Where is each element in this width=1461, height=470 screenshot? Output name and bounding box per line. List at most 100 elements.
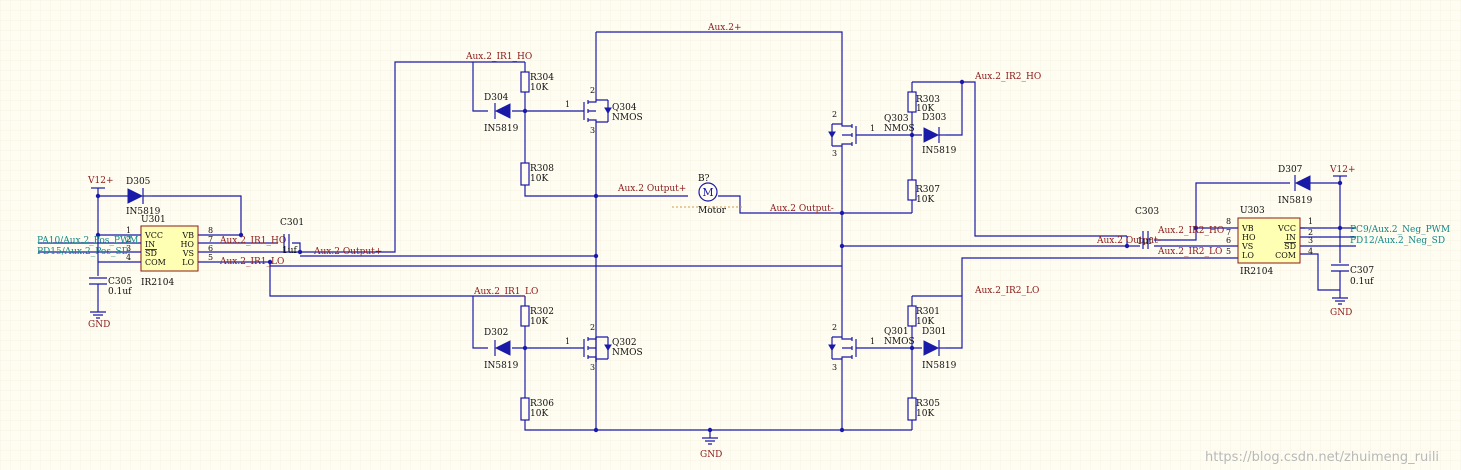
u303-pin-in: IN	[1286, 233, 1296, 242]
r306-designator: R306	[530, 399, 554, 409]
resistor-r302: R302 10K	[520, 305, 554, 327]
resistor-r305: R305 10K	[907, 397, 940, 421]
gnd-center-label: GND	[700, 450, 722, 460]
r305-designator: R305	[916, 399, 940, 409]
u303-pin-num-5: 5	[1226, 247, 1231, 256]
d304-designator: D304	[484, 93, 509, 103]
q304-pin-s: 3	[590, 126, 595, 135]
v12-right-symbol: V12+	[1329, 165, 1356, 177]
gnd-left-symbol: GND	[88, 311, 110, 330]
port-pc9-label: PC9/Aux.2_Neg_PWM	[1350, 225, 1450, 235]
u301-pin-num-3: 3	[126, 244, 131, 253]
net-ir2-lo-label: Aux.2_IR2_LO	[974, 286, 1039, 296]
q302-designator: Q302	[612, 338, 637, 348]
diode-d307: D307 IN5819	[1278, 165, 1313, 206]
q301-pin-g: 1	[870, 337, 875, 346]
diode-d302: D302 IN5819	[484, 328, 519, 371]
diode-d305: D305 IN5819	[126, 177, 161, 217]
q303-designator: Q303	[884, 114, 909, 124]
resistor-r301: R301 10K	[907, 305, 940, 327]
c307-designator: C307	[1350, 266, 1374, 276]
u303-pin-vs: VS	[1241, 242, 1253, 251]
q301-part: NMOS	[884, 337, 915, 347]
net-output-plus-driver-label: Aux.2 Output+	[313, 247, 382, 257]
d301-part: IN5819	[922, 361, 957, 371]
r301-value: 10K	[916, 317, 934, 327]
u301-pin-num-2: 2	[126, 235, 131, 244]
motor-designator: B?	[698, 174, 710, 184]
d305-part: IN5819	[126, 207, 161, 217]
u303-pin-num-2: 2	[1308, 228, 1313, 237]
r308-value: 10K	[530, 174, 548, 184]
q304-pin-g: 1	[565, 100, 570, 109]
d305-designator: D305	[126, 177, 151, 187]
r304-value: 10K	[530, 83, 548, 93]
net-output-plus-label: Aux.2 Output+	[617, 184, 686, 194]
u303-pin-sd: SD	[1284, 242, 1296, 251]
d307-designator: D307	[1278, 165, 1303, 175]
d303-part: IN5819	[922, 146, 957, 156]
net-ir2-lo-driver-label: Aux.2_IR2_LO	[1157, 247, 1222, 257]
q303-part: NMOS	[884, 124, 915, 134]
q304-designator: Q304	[612, 103, 637, 113]
r304-designator: R304	[530, 73, 554, 83]
gnd-left-label: GND	[88, 320, 110, 330]
q302-part: NMOS	[612, 348, 643, 358]
q301-pin-d: 2	[832, 323, 837, 332]
u301-pin-vs: VS	[182, 249, 194, 258]
c305-designator: C305	[108, 277, 132, 287]
capacitor-c301: C301 1uf	[280, 218, 304, 256]
r307-value: 10K	[916, 195, 934, 205]
v12-left-label: V12+	[87, 176, 114, 186]
c307-value: 0.1uf	[1350, 277, 1374, 287]
port-pa10-label: PA10/Aux.2_Pos_PWM	[37, 236, 138, 246]
q301-designator: Q301	[884, 327, 909, 337]
motor-symbol: M	[702, 186, 713, 199]
u303-pin-lo: LO	[1242, 251, 1254, 260]
d302-designator: D302	[484, 328, 508, 338]
d302-part: IN5819	[484, 361, 519, 371]
c303-designator: C303	[1135, 207, 1159, 217]
driver-u301: U301 IR2104 VCC IN SD COM VB HO VS LO 1 …	[126, 215, 213, 288]
q304-part: NMOS	[612, 113, 643, 123]
r307-designator: R307	[916, 185, 940, 195]
r303-designator: R303	[916, 95, 940, 105]
u301-pin-vb: VB	[181, 231, 194, 240]
mosfet-q303: 1 2 3 Q303 NMOS	[828, 100, 915, 158]
u301-part: IR2104	[141, 278, 175, 288]
capacitor-c303: C303 1uf	[1135, 207, 1159, 249]
q303-pin-s: 3	[832, 149, 837, 158]
u301-pin-num-1: 1	[126, 226, 131, 235]
c301-designator: C301	[280, 218, 304, 228]
gnd-center-symbol: GND	[700, 437, 722, 460]
d303-designator: D303	[922, 113, 947, 123]
u303-pin-num-7: 7	[1226, 228, 1231, 237]
u301-pin-num-7: 7	[208, 235, 213, 244]
q302-pin-s: 3	[590, 363, 595, 372]
c303-value: 1uf	[1137, 237, 1153, 247]
mosfet-q302: 1 2 3 Q302 NMOS	[565, 323, 643, 372]
gnd-right-symbol: GND	[1330, 297, 1352, 318]
r303-value: 10K	[916, 104, 934, 114]
net-output-right-label: Aux.2 Output-	[1096, 236, 1161, 246]
diode-d303: D303 IN5819	[922, 113, 957, 156]
diode-d301: D301 IN5819	[922, 327, 957, 371]
resistor-r307: R307 10K	[907, 179, 940, 205]
u303-pin-num-8: 8	[1226, 217, 1231, 226]
u301-pin-num-6: 6	[208, 244, 213, 253]
junctions	[95, 79, 1343, 433]
r306-value: 10K	[530, 409, 548, 419]
net-ir2-ho-label: Aux.2_IR2_HO	[974, 72, 1041, 82]
r302-designator: R302	[530, 307, 554, 317]
u303-pin-num-4: 4	[1308, 247, 1313, 256]
u303-pin-num-3: 3	[1308, 236, 1313, 245]
u301-pin-vcc: VCC	[144, 231, 163, 240]
capacitor-c305: C305 0.1uf	[89, 277, 132, 297]
driver-u303: U303 IR2104 VB HO VS LO VCC IN SD COM 8 …	[1226, 206, 1313, 277]
u301-pin-num-4: 4	[126, 253, 131, 262]
net-output-minus-label: Aux.2 Output-	[769, 204, 834, 214]
q303-pin-g: 1	[870, 124, 875, 133]
u301-pin-ho: HO	[180, 240, 194, 249]
capacitor-c307: C307 0.1uf	[1331, 264, 1374, 287]
